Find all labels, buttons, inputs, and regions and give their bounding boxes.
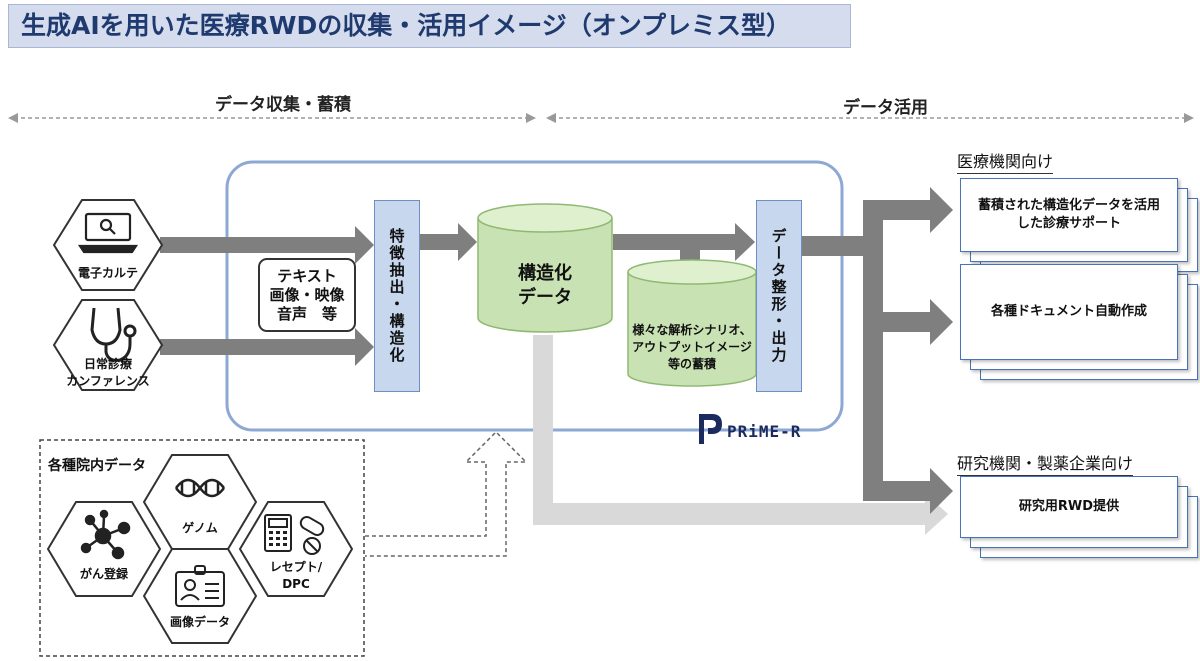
target-label-research: 研究機関・製薬企業向け	[957, 450, 1134, 476]
step-format-label: データ整形・出力	[769, 228, 788, 364]
arrow-conference	[160, 328, 374, 366]
structured-data-label: 構造化 データ	[518, 263, 572, 308]
step-extract: 特徴抽出・構造化	[374, 200, 420, 392]
arrow-light-research	[533, 335, 948, 535]
hospital-data-label: 各種院内データ	[48, 458, 146, 474]
output-documents: 各種ドキュメント自動作成	[960, 264, 1178, 360]
scenario-store-label: 様々な解析シナリオ、 アウトプットイメージ 等の蓄積	[632, 323, 752, 371]
cylinder-structured-data	[477, 203, 613, 333]
source-label-emr: 電子カルテ	[77, 266, 138, 280]
target-label-medical: 医療機関向け	[957, 148, 1054, 174]
cylinder-scenarios	[627, 259, 757, 387]
stethoscope-icon	[90, 307, 137, 362]
arrow-to-storage	[420, 223, 477, 261]
laptop-icon	[77, 212, 139, 254]
calculator-icon	[264, 514, 292, 552]
hex-label-imaging: 画像データ	[169, 615, 230, 629]
arrow-hospital-data	[365, 430, 528, 557]
hex-label-genome: ゲノム	[182, 521, 218, 535]
step-format: データ整形・出力	[756, 200, 802, 392]
pill-icon	[299, 516, 325, 555]
hex-cancer	[46, 501, 162, 597]
output-rwd: 研究用RWD提供	[960, 476, 1178, 538]
dna-icon	[175, 478, 225, 498]
product-name: PRiME-R	[727, 422, 802, 441]
output-support: 蓄積された構造化データを活用 した診療サポート	[960, 178, 1178, 252]
hex-label-cancer: がん登録	[79, 567, 128, 581]
arrow-distribution	[802, 187, 953, 514]
section-label-use: データ活用	[843, 98, 928, 118]
source-label-conference: 日常診療 カンファレンス	[66, 357, 150, 388]
network-icon	[80, 509, 131, 560]
step-extract-label: 特徴抽出・構造化	[387, 228, 406, 364]
section-label-collect: データ収集・蓄積	[215, 95, 351, 115]
id-card-icon	[175, 565, 225, 607]
data-types-box: テキスト 画像・映像 音声 等	[258, 258, 356, 332]
hex-label-receipt: レセプト/ DPC	[269, 560, 323, 591]
prime-logo-mark	[699, 414, 722, 444]
hospital-data-box	[39, 439, 365, 657]
page-title: 生成AIを用いた医療RWDの収集・活用イメージ（オンプレミス型）	[8, 4, 851, 48]
arrow-emr	[160, 226, 374, 264]
hex-imaging	[142, 548, 258, 644]
